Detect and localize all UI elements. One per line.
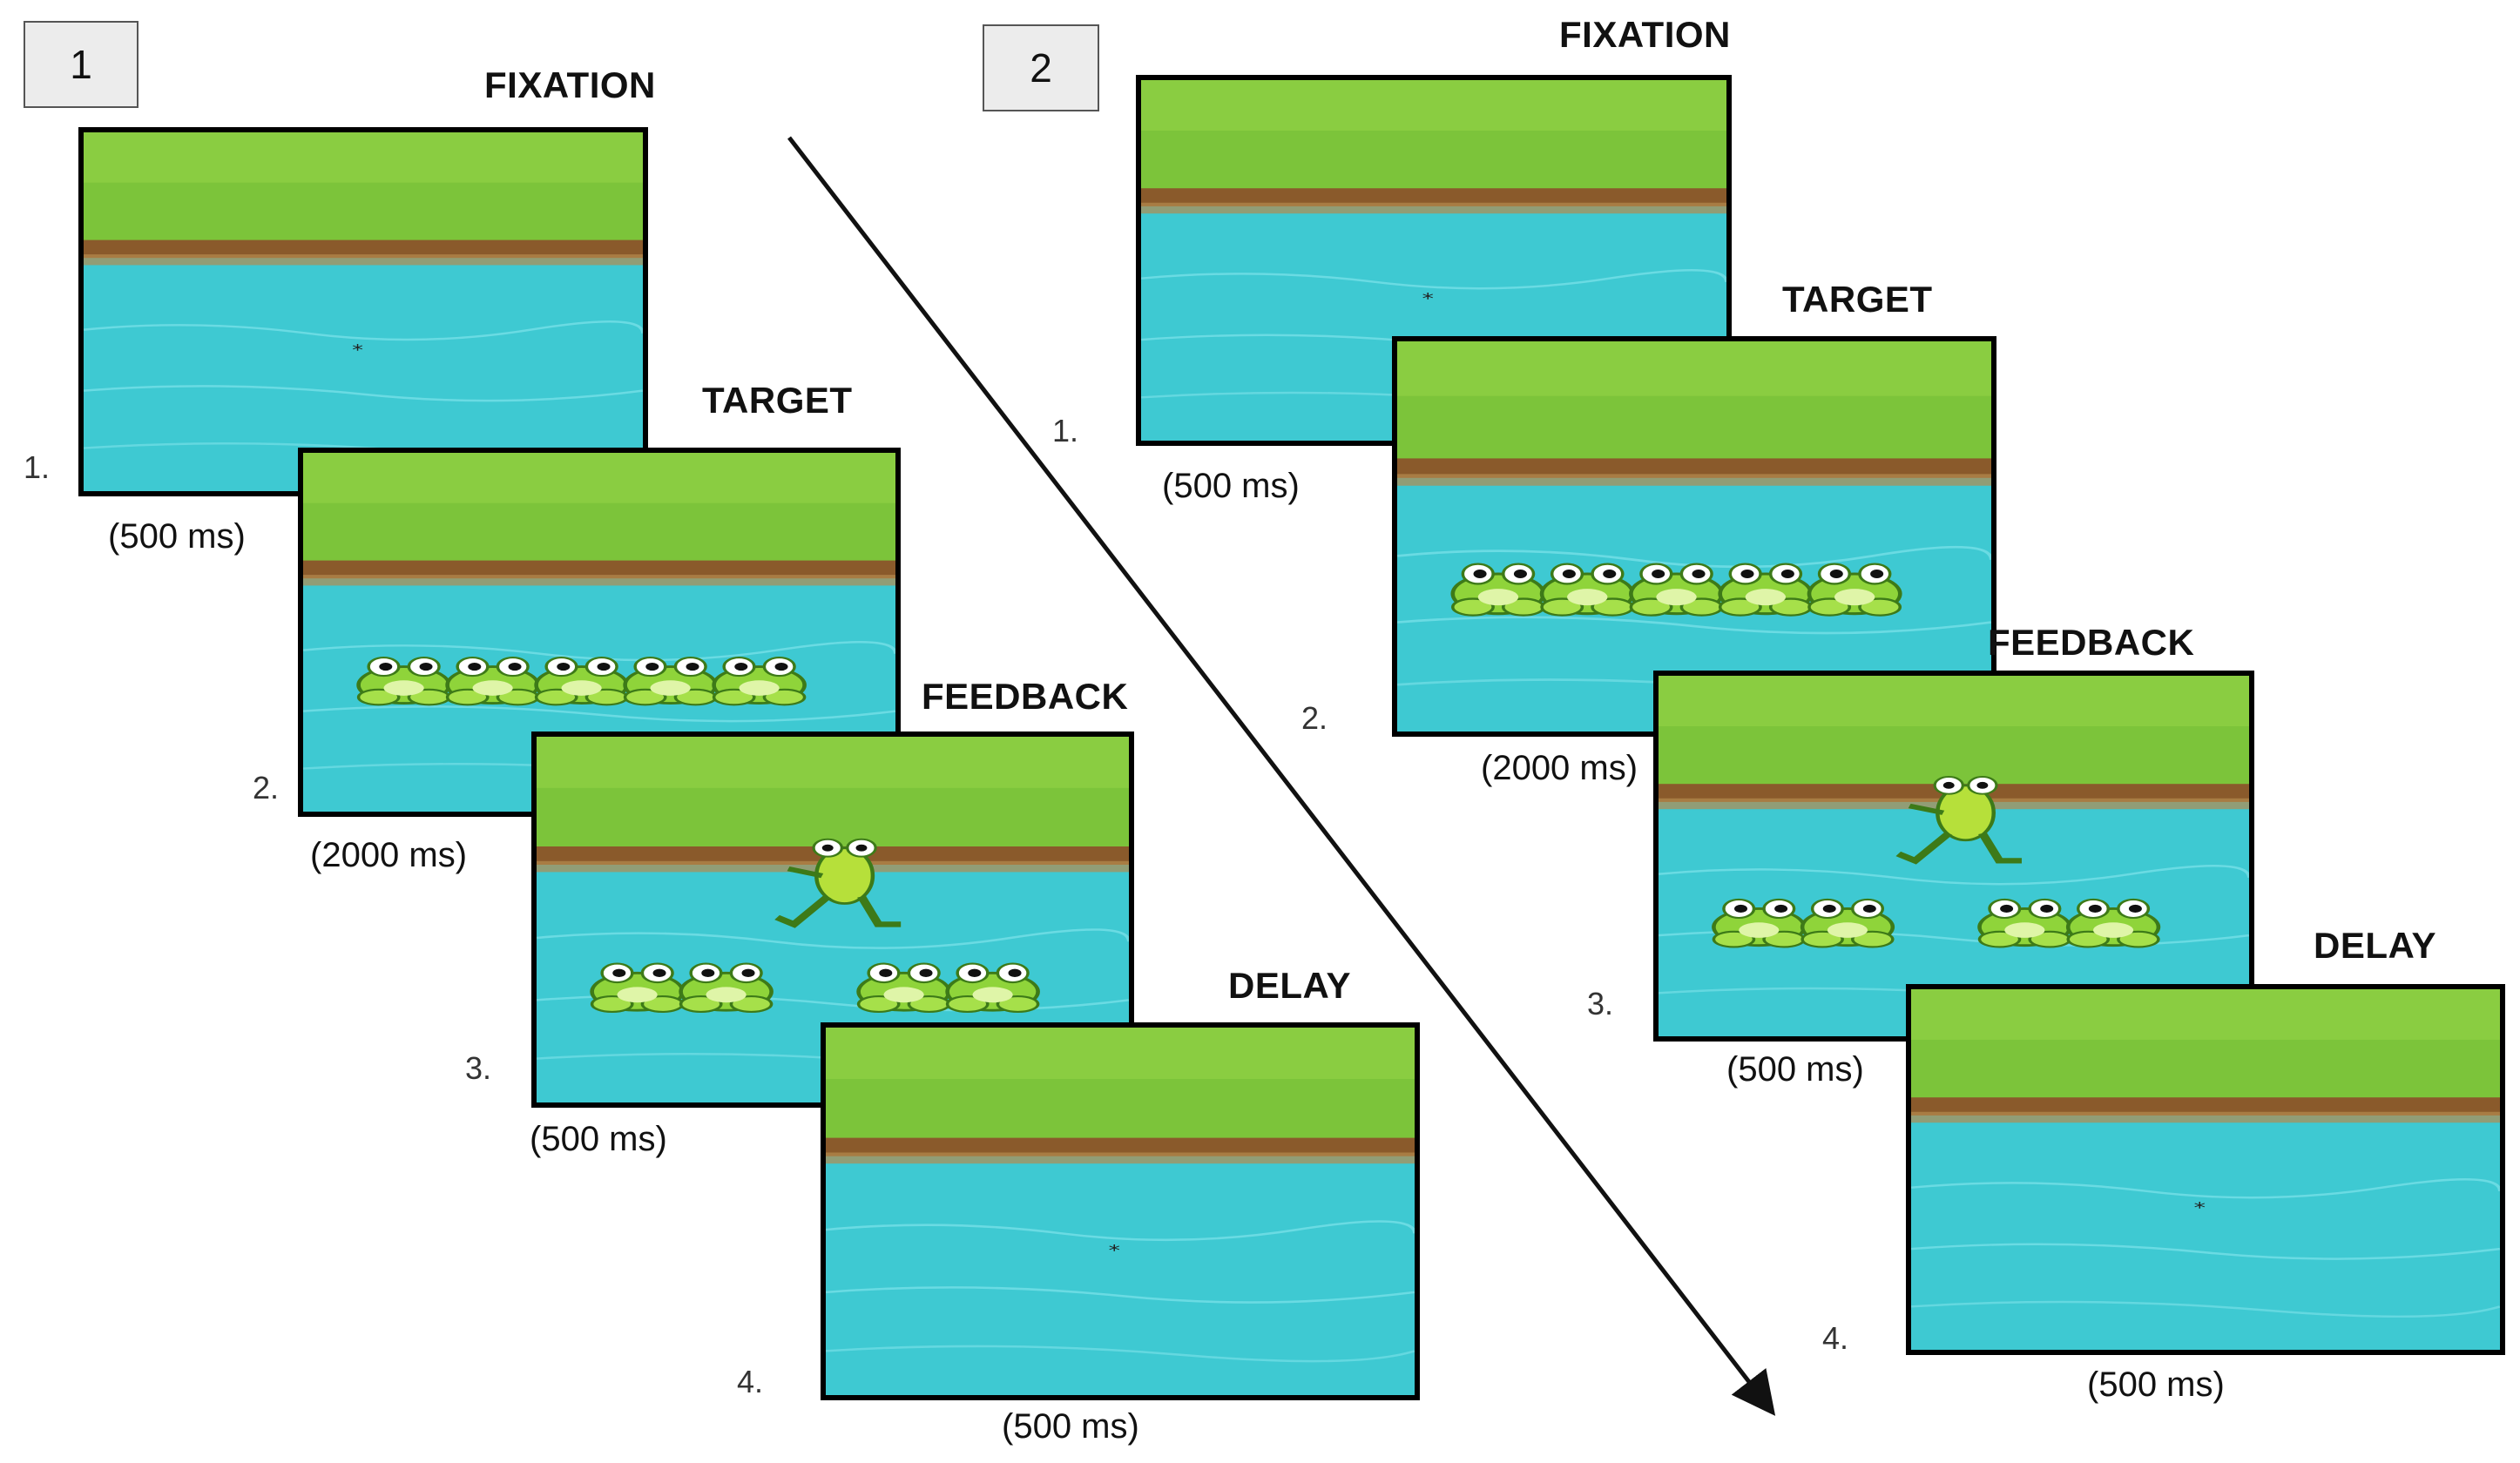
p2-target-duration: (2000 ms)	[1481, 749, 1638, 787]
p1-target-duration: (2000 ms)	[310, 836, 468, 874]
p1-delay-screen: *	[821, 1022, 1420, 1400]
p2-step-4: 4.	[1822, 1320, 1849, 1356]
p2-fixation-duration: (500 ms)	[1162, 467, 1300, 505]
pond-scene-image	[1397, 341, 1991, 732]
p1-step-3: 3.	[465, 1050, 492, 1086]
p1-delay-label: DELAY	[1228, 965, 1351, 1006]
panel-1-number: 1	[24, 21, 138, 108]
p1-step-1: 1.	[24, 449, 51, 485]
pond-scene-image: *	[1911, 989, 2500, 1350]
p1-feedback-duration: (500 ms)	[530, 1120, 667, 1158]
p2-feedback-label: FEEDBACK	[1988, 622, 2195, 663]
p2-fixation-label: FIXATION	[1559, 14, 1731, 55]
p2-delay-screen: *	[1906, 984, 2505, 1355]
p2-delay-duration: (500 ms)	[2087, 1365, 2225, 1404]
p2-target-screen	[1392, 336, 1996, 737]
p1-fixation-label: FIXATION	[484, 64, 656, 105]
p2-delay-label: DELAY	[2314, 925, 2436, 966]
p2-feedback-screen	[1653, 671, 2254, 1042]
p1-fixation-screen: *	[78, 127, 648, 496]
pond-scene-image: *	[826, 1028, 1415, 1395]
p2-target-label: TARGET	[1782, 279, 1933, 320]
p2-step-2: 2.	[1301, 700, 1328, 736]
p1-step-2: 2.	[253, 770, 280, 806]
p1-delay-duration: (500 ms)	[1002, 1407, 1139, 1446]
p2-step-3: 3.	[1587, 986, 1614, 1021]
svg-text:*: *	[2193, 1200, 2206, 1217]
p2-feedback-duration: (500 ms)	[1726, 1050, 1864, 1089]
p1-target-label: TARGET	[702, 380, 853, 421]
p1-fixation-duration: (500 ms)	[108, 517, 246, 556]
p1-feedback-label: FEEDBACK	[922, 676, 1129, 717]
svg-text:*: *	[1108, 1243, 1120, 1259]
svg-text:*: *	[352, 342, 363, 359]
pond-scene-image: *	[84, 132, 643, 491]
p1-feedback-screen	[531, 732, 1134, 1108]
panel-2-number: 2	[983, 24, 1099, 111]
p1-step-4: 4.	[737, 1364, 764, 1399]
svg-text:*: *	[1422, 291, 1434, 307]
pond-scene-image	[537, 737, 1129, 1102]
pond-scene-image	[1659, 676, 2249, 1036]
p2-step-1: 1.	[1052, 413, 1079, 448]
